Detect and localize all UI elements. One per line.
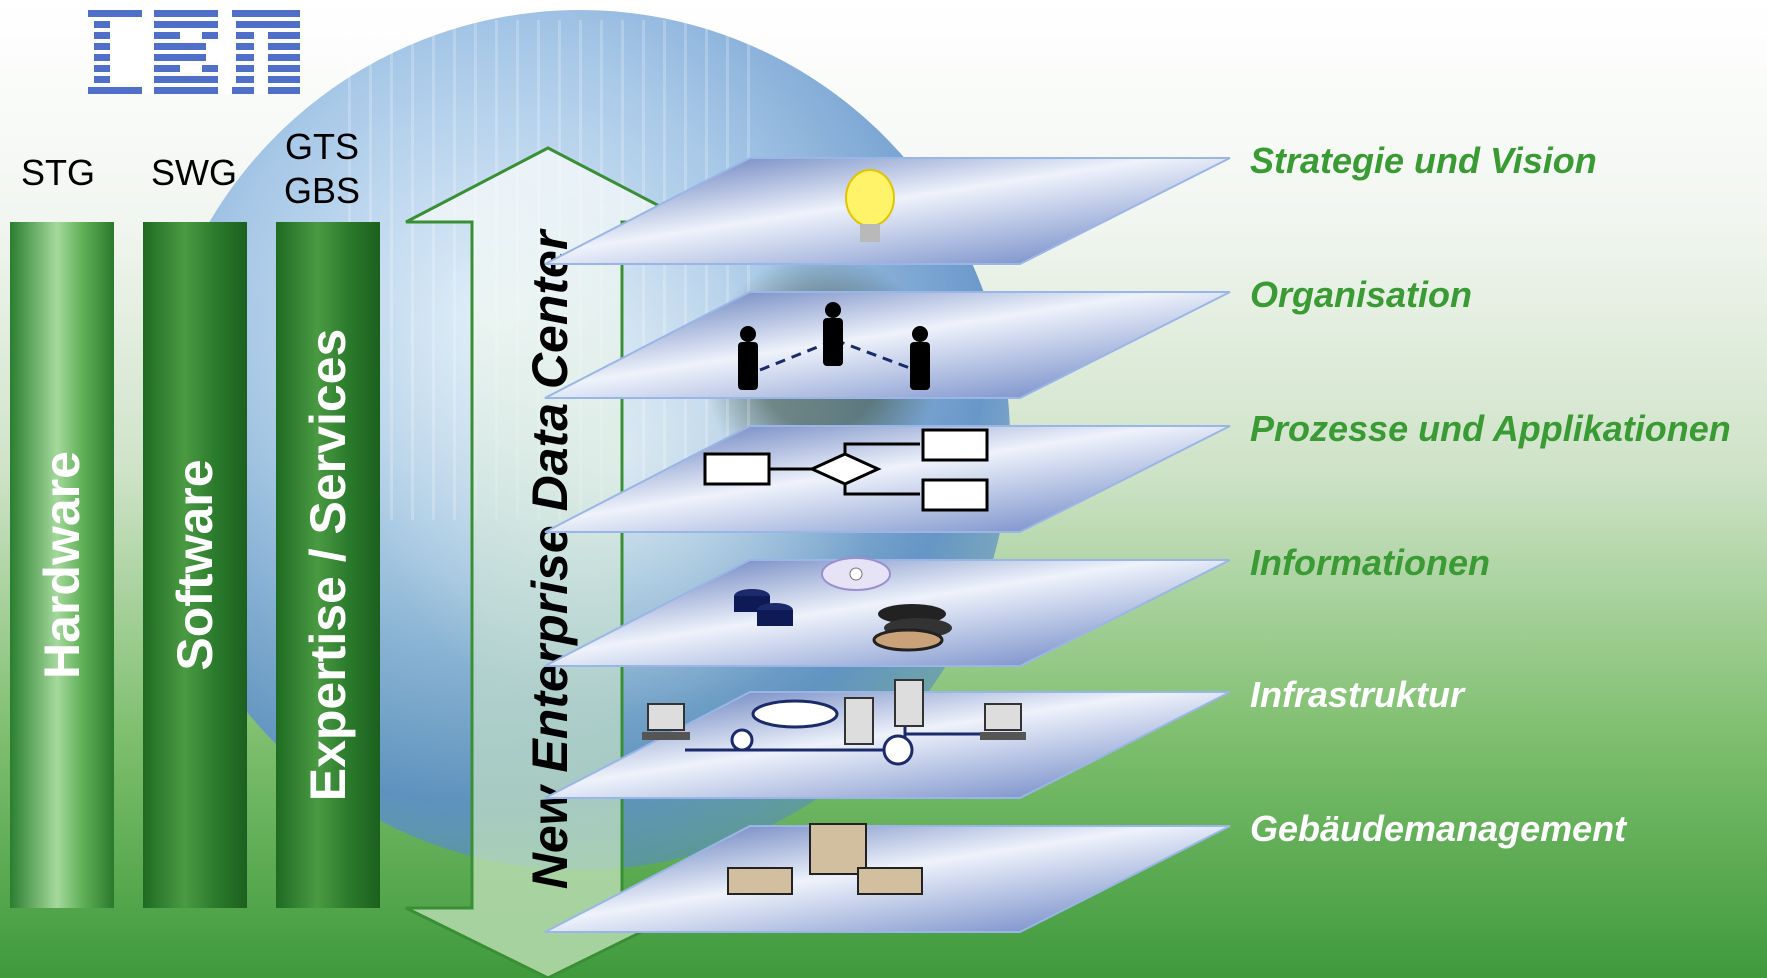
layer-6	[544, 823, 1231, 933]
gts-label: GTS	[284, 126, 359, 167]
layer-3	[544, 425, 1231, 533]
hardware-pillar: Hardware	[10, 222, 114, 908]
layer-label-5: Infrastruktur	[1250, 674, 1465, 715]
layer-5	[544, 679, 1231, 799]
ibm-logo	[88, 10, 300, 94]
layer-4	[544, 557, 1231, 667]
layer-2	[544, 291, 1231, 399]
layer-label-6: Gebäudemanagement	[1250, 808, 1627, 849]
people-network-icon	[738, 302, 930, 390]
services-pillar: Expertise / Services	[276, 222, 380, 908]
buildings-icon	[727, 823, 923, 895]
data-storage-icon	[734, 557, 952, 652]
layer-plane	[544, 425, 1231, 533]
layer-label-3: Prozesse und Applikationen	[1250, 408, 1731, 449]
gbs-label: GBS	[283, 170, 361, 211]
stg-label: STG	[20, 152, 95, 193]
lightbulb-icon	[845, 169, 895, 242]
network-icon	[642, 679, 1026, 766]
layer-label-2: Organisation	[1250, 274, 1473, 315]
flowchart-icon	[703, 428, 989, 512]
software-pillar: Software	[143, 222, 247, 908]
layer-plane	[544, 291, 1231, 399]
layer-label-1: Strategie und Vision	[1250, 140, 1597, 181]
layer-label-4: Informationen	[1250, 542, 1490, 583]
swg-label: SWG	[151, 152, 237, 193]
layer-1	[544, 157, 1231, 265]
